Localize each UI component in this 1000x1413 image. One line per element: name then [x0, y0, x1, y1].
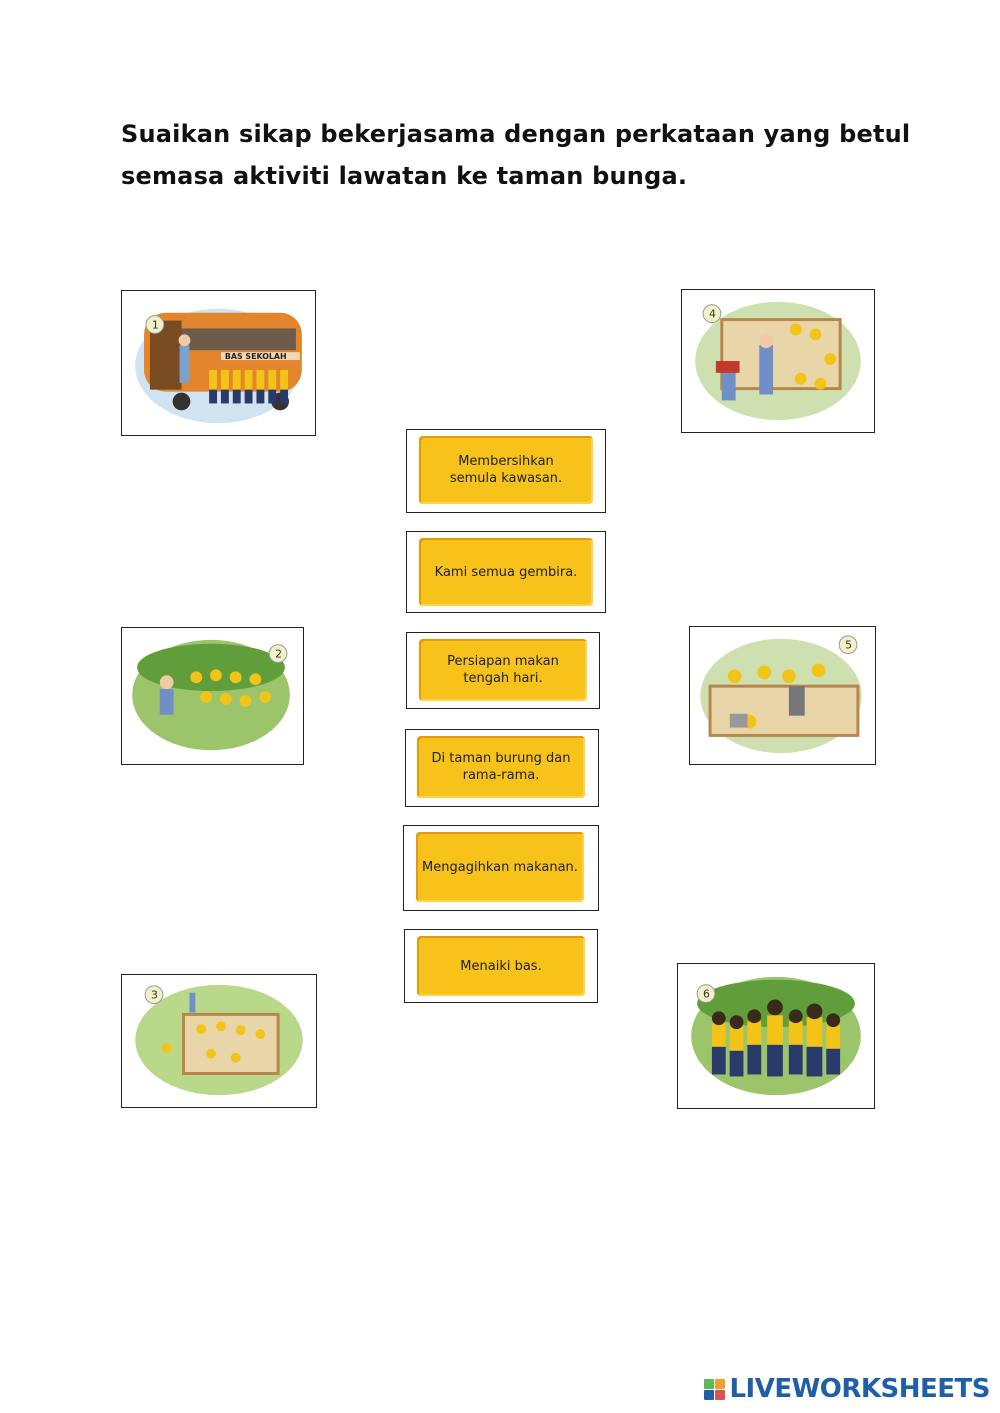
card-box-4[interactable]: Di taman burung dan rama-rama.	[405, 729, 599, 807]
logo-text: LIVEWORKSHEETS	[729, 1374, 990, 1404]
card-membersihkan[interactable]: Membersihkan semula kawasan.	[419, 436, 593, 504]
picture-3-picnic[interactable]: 3	[121, 974, 317, 1108]
picture-6-group[interactable]: 6	[677, 963, 875, 1109]
card-taman-burung[interactable]: Di taman burung dan rama-rama.	[417, 736, 585, 798]
picture-number: 5	[845, 639, 852, 652]
picture-number: 6	[703, 988, 710, 1001]
cleaning-scene-illustration: 5	[700, 635, 862, 754]
picture-number: 1	[152, 318, 159, 331]
card-mengagihkan-makanan[interactable]: Mengagihkan makanan.	[416, 832, 584, 902]
instruction-line-1: Suaikan sikap bekerjasama dengan perkata…	[121, 120, 911, 148]
instruction-line-2: semasa aktiviti lawatan ke taman bunga.	[121, 162, 688, 190]
bus-scene-illustration: BAS SEKOLAH 1	[135, 308, 302, 424]
card-box-1[interactable]: Membersihkan semula kawasan.	[406, 429, 606, 513]
instruction-text: Suaikan sikap bekerjasama dengan perkata…	[121, 113, 921, 197]
garden-scene-illustration: 2	[132, 639, 290, 751]
card-box-5[interactable]: Mengagihkan makanan.	[403, 825, 599, 911]
picture-number: 2	[275, 648, 282, 661]
picture-number: 4	[709, 308, 716, 321]
card-menaiki-bas[interactable]: Menaiki bas.	[417, 936, 585, 996]
picture-4-distribute[interactable]: 4	[681, 289, 875, 433]
picnic-scene-illustration: 3	[135, 984, 303, 1096]
picture-2-garden[interactable]: 2	[121, 627, 304, 765]
distribute-scene-illustration: 4	[695, 301, 861, 421]
card-box-2[interactable]: Kami semua gembira.	[406, 531, 606, 613]
picture-1-bus[interactable]: BAS SEKOLAH 1	[121, 290, 316, 436]
card-box-6[interactable]: Menaiki bas.	[404, 929, 598, 1003]
group-scene-illustration: 6	[691, 976, 861, 1096]
card-box-3[interactable]: Persiapan makan tengah hari.	[406, 632, 600, 709]
card-kami-semua-gembira[interactable]: Kami semua gembira.	[419, 538, 593, 606]
picture-number: 3	[151, 989, 158, 1002]
bus-sign-text: BAS SEKOLAH	[225, 352, 287, 361]
card-persiapan-makan[interactable]: Persiapan makan tengah hari.	[419, 639, 587, 701]
picture-5-cleaning[interactable]: 5	[689, 626, 876, 765]
logo-icon	[704, 1378, 726, 1400]
liveworksheets-logo: LIVEWORKSHEETS	[704, 1374, 990, 1404]
